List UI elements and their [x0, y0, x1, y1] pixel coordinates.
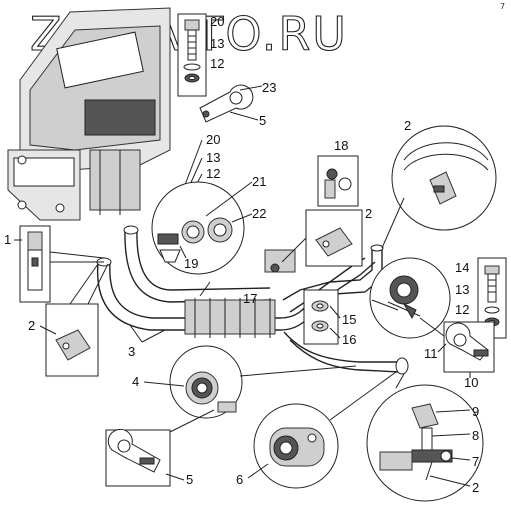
label-2-center: 2: [365, 206, 372, 221]
label-20-top: 20: [210, 14, 224, 29]
label-4: 4: [132, 374, 139, 389]
label-19: 19: [184, 256, 198, 271]
label-1: 1: [4, 232, 11, 247]
clamp-bottom: [105, 428, 171, 487]
label-3: 3: [128, 344, 135, 359]
label-18: 18: [334, 138, 348, 153]
injector-detail: [19, 225, 51, 303]
exhaust-pipe-assembly: [96, 225, 409, 375]
bracket-detail-left: [45, 303, 99, 377]
bolt-stack-top: [177, 13, 207, 97]
label-2-bottom: 2: [472, 480, 479, 495]
valve-detail: [366, 384, 484, 502]
label-11: 11: [424, 346, 438, 361]
label-5-top: 5: [259, 113, 266, 128]
label-13-mid: 13: [206, 150, 220, 165]
label-17: 17: [243, 291, 257, 306]
label-20-mid: 20: [206, 132, 220, 147]
ring-clamp-detail: [369, 257, 451, 339]
engine-block: [7, 7, 171, 221]
label-2-left: 2: [28, 318, 35, 333]
detail-circle-top-right: [391, 125, 497, 231]
label-12-mid: 12: [206, 166, 220, 181]
label-13-top: 13: [210, 36, 224, 51]
gasket-detail-4: [169, 345, 243, 419]
label-16: 16: [342, 332, 356, 347]
clamp-right: [443, 321, 495, 373]
bracket-detail-center: [305, 209, 363, 267]
label-6: 6: [236, 472, 243, 487]
label-12-right: 12: [455, 302, 469, 317]
sensor-detail: [317, 155, 359, 207]
label-12-top: 12: [210, 56, 224, 71]
label-5-bottom: 5: [186, 472, 193, 487]
label-14: 14: [455, 260, 469, 275]
label-10: 10: [464, 375, 478, 390]
label-7: 7: [472, 454, 479, 469]
nut-detail: [303, 289, 339, 345]
corner-mark: 7: [500, 2, 505, 11]
label-8: 8: [472, 428, 479, 443]
label-15: 15: [342, 312, 356, 327]
label-21: 21: [252, 174, 266, 189]
clamp-top: [199, 84, 254, 123]
label-23: 23: [262, 80, 276, 95]
label-2-top-right: 2: [404, 118, 411, 133]
gasket-detail-6: [253, 403, 339, 489]
label-9: 9: [472, 404, 479, 419]
label-13-right: 13: [455, 282, 469, 297]
label-22: 22: [252, 206, 266, 221]
